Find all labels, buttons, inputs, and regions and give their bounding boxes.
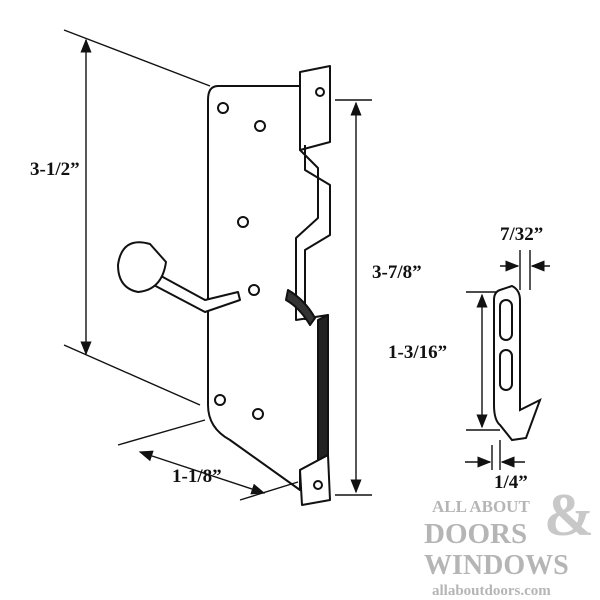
logo-line2: DOORS — [424, 518, 527, 550]
logo-ampersand: & — [544, 482, 594, 548]
screw-hole — [248, 284, 260, 296]
screw-hole — [254, 120, 266, 132]
lock-plate — [207, 85, 329, 491]
logo-line3: WINDOWS — [424, 550, 569, 581]
hook-slot — [317, 314, 329, 461]
label-keeper-width: 1/4” — [494, 472, 528, 493]
keeper — [493, 284, 542, 442]
lock-body — [117, 65, 331, 506]
keeper-slot — [499, 349, 513, 391]
hook-tip — [285, 289, 316, 326]
thumb-knob — [117, 241, 167, 293]
dimension-lines — [63, 29, 550, 501]
screw-hole — [237, 216, 249, 228]
keeper-slot — [499, 299, 513, 341]
dim-width — [138, 450, 266, 495]
label-keeper-thickness: 7/32” — [500, 224, 543, 245]
logo-line1: ALL ABOUT — [432, 497, 530, 516]
label-overall-height: 3-1/2” — [30, 159, 80, 180]
label-hook-height: 3-7/8” — [372, 262, 422, 283]
label-keeper-height: 1-3/16” — [388, 342, 447, 363]
watermark-logo: ALL ABOUT DOORS & WINDOWS allaboutdoors.… — [424, 482, 594, 599]
screw-hole — [214, 394, 226, 406]
logo-url: allaboutdoors.com — [432, 583, 551, 599]
screw-hole — [217, 102, 229, 114]
label-width: 1-1/8” — [172, 466, 222, 487]
top-mount-tab — [299, 65, 331, 151]
screw-hole — [252, 408, 264, 420]
screw-hole — [315, 87, 325, 97]
hook-channel — [304, 145, 331, 320]
screw-hole — [313, 480, 323, 490]
